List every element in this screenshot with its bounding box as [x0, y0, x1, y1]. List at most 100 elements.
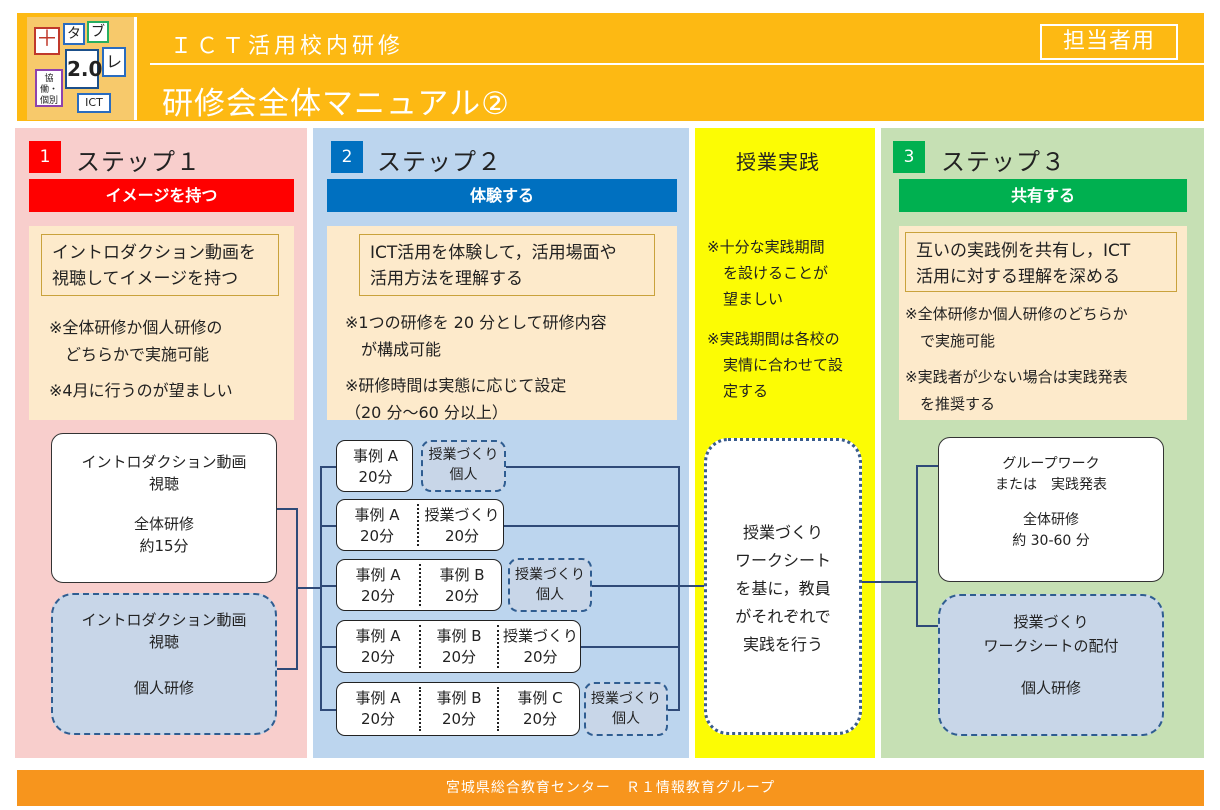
bu-tile: ブ — [87, 21, 109, 43]
footer: 宮城県総合教育センター Ｒ１情報教育グループ — [17, 770, 1204, 806]
box-line: 全体研修 — [1023, 512, 1079, 528]
case-label: 事例 B — [436, 689, 482, 707]
header-divider — [150, 63, 1204, 65]
case-label: 事例 A — [355, 627, 401, 645]
step1-label: ステップ１ — [76, 148, 201, 176]
step1-number: 1 — [29, 141, 61, 173]
step1-goal: イントロダクション動画を 視聴してイメージを持つ — [41, 234, 279, 296]
practice-note: 実情に合わせて設 — [723, 356, 844, 374]
case-b-cell: 事例 B 20分 — [421, 560, 503, 610]
cell-separator — [419, 564, 421, 606]
case-label: 事例 A — [355, 689, 401, 707]
step2-goal-line: 活用方法を理解する — [370, 269, 523, 289]
box-line: 授業づくり — [1013, 613, 1089, 631]
step2-note: （20 分～60 分以上） — [345, 403, 508, 422]
ict-tile: ICT — [77, 93, 111, 113]
connector-line — [320, 525, 336, 527]
case-a-cell: 事例 A 20分 — [337, 683, 419, 735]
case-b-cell: 事例 B 20分 — [421, 621, 497, 672]
case-time: 20分 — [523, 648, 558, 666]
step1-note: どちらかで実施可能 — [49, 345, 210, 364]
practice-note: 望ましい — [723, 290, 784, 308]
box-line: 個人研修 — [1020, 679, 1081, 697]
cell-separator — [417, 504, 419, 546]
box-line: ワークシートの配付 — [983, 637, 1119, 655]
step2-number: 2 — [331, 141, 363, 173]
step1-bar: イメージを持つ — [29, 179, 294, 212]
case-time: 20分 — [441, 710, 477, 728]
lesson-plan-label: 授業づくり — [424, 506, 500, 524]
re-tile: レ — [102, 47, 126, 77]
case-time: 20分 — [360, 648, 396, 666]
step1-individual-training-box: イントロダクション動画 視聴 個人研修 — [51, 593, 277, 735]
box-line: イントロダクション動画 — [81, 611, 247, 629]
header-bar — [17, 13, 1204, 121]
lesson-plan-label: 授業づくり — [502, 627, 578, 645]
connector-line — [668, 709, 679, 711]
connector-line — [320, 709, 336, 711]
case-row-5-individual: 授業づくり個人 — [584, 682, 668, 736]
step1-note: ※4月に行うのが望ましい — [49, 381, 233, 400]
individual-label: 個人 — [612, 711, 640, 727]
connector-line — [277, 508, 297, 510]
case-time: 20分 — [358, 468, 393, 486]
step3-bar: 共有する — [899, 179, 1187, 212]
step1-goal-line: イントロダクション動画を — [52, 243, 256, 263]
step2-note: ※1つの研修を 20 分として研修内容 — [345, 313, 607, 332]
case-label: 事例 B — [436, 627, 482, 645]
case-label: 事例 B — [439, 566, 485, 584]
practice-note: ※十分な実践期間 — [707, 238, 825, 256]
connector-line — [296, 508, 298, 670]
step3-note: を推奨する — [905, 395, 996, 413]
connector-line — [581, 646, 679, 648]
practice-title: 授業実践 — [736, 150, 820, 174]
connector-line — [678, 466, 680, 711]
box-line: 約 30-60 分 — [1012, 533, 1090, 549]
practice-line: 授業づくり — [742, 523, 823, 542]
step3-number: 3 — [893, 141, 925, 173]
step3-notes: ※全体研修か個人研修のどちらか で実施可能 ※実践者が少ない場合は実践発表 を推… — [905, 301, 1128, 418]
box-line: 視聴 — [148, 633, 179, 651]
step3-label: ステップ３ — [941, 148, 1066, 176]
step2-notes: ※1つの研修を 20 分として研修内容 が構成可能 ※研修時間は実態に応じて設定… — [345, 309, 607, 426]
step2-goal: ICT活用を体験して，活用場面や 活用方法を理解する — [359, 234, 655, 296]
box-line: 全体研修 — [133, 515, 194, 533]
practice-line: がそれぞれで — [735, 607, 831, 626]
step2-note: ※研修時間は実態に応じて設定 — [345, 376, 567, 395]
step1-note: ※全体研修か個人研修の — [49, 318, 223, 337]
individual-label: 個人 — [536, 587, 564, 603]
individual-label: 個人 — [449, 467, 478, 483]
connector-line — [862, 581, 917, 583]
connector-line — [297, 587, 320, 589]
connector-line — [916, 625, 938, 627]
step3-goal-line: 互いの実践例を共有し，ICT — [916, 241, 1131, 261]
box-line: イントロダクション動画 — [81, 453, 247, 471]
practice-note: を設けることが — [723, 264, 829, 282]
connector-line — [277, 668, 297, 670]
case-time: 20分 — [444, 587, 480, 605]
role-badge: 担当者用 — [1040, 24, 1178, 60]
step3-individual-training-box: 授業づくり ワークシートの配付 個人研修 — [938, 594, 1164, 736]
connector-line — [320, 585, 336, 587]
connector-line — [504, 525, 679, 527]
step1-goal-line: 視聴してイメージを持つ — [52, 269, 239, 289]
practice-note: 定する — [723, 382, 769, 400]
step3-goal: 互いの実践例を共有し，ICT 活用に対する理解を深める — [905, 232, 1177, 292]
case-b-cell: 事例 B 20分 — [421, 683, 497, 735]
step3-note: ※全体研修か個人研修のどちらか — [905, 305, 1128, 323]
ta-tile: タ — [63, 23, 85, 45]
step2-bar: 体験する — [327, 179, 677, 212]
lesson-plan-cell: 授業づくり 20分 — [499, 621, 582, 672]
cell-separator — [497, 625, 499, 668]
connector-line — [916, 465, 918, 627]
plus-tile: ＋ — [34, 27, 60, 55]
box-line: グループワーク — [1002, 456, 1100, 472]
case-time: 20分 — [441, 648, 477, 666]
practice-line: ワークシート — [734, 551, 831, 570]
case-time: 20分 — [360, 710, 396, 728]
